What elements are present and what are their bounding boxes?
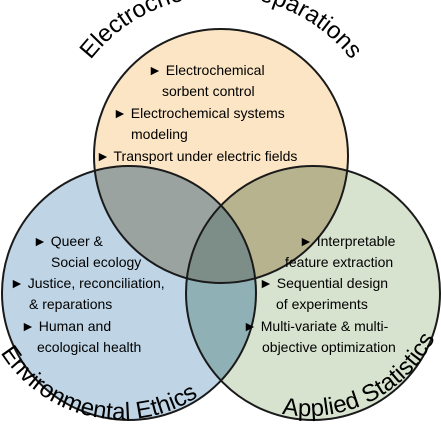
separations-circle-outline: [93, 28, 349, 284]
ethics-item-2-line-1: ► Justice, reconciliation,: [10, 275, 165, 291]
separations-item-2-line-2: modeling: [131, 126, 188, 142]
statistics-item-2-line-1: ► Sequential design: [259, 275, 388, 291]
ethics-circle-outline: [1, 165, 257, 421]
separations-item-1-line-2: sorbent control: [162, 83, 255, 99]
statistics-item-2-line-2: of experiments: [276, 296, 368, 312]
statistics-item-3-line-2: objective optimization: [262, 339, 396, 355]
separations-item-3: ► Transport under electric fields: [96, 148, 297, 164]
statistics-circle-outline: [185, 165, 441, 421]
statistics-item-1-line-1: ► Interpretable: [299, 233, 396, 249]
separations-item-1-line-1: ► Electrochemical: [148, 62, 265, 78]
overlap-separations-statistics: [186, 166, 348, 283]
separations-item-2-line-1: ► Electrochemical systems: [113, 105, 285, 121]
statistics-item-1-line-2: feature extraction: [285, 254, 393, 270]
ethics-item-3-line-1: ► Human and: [21, 318, 111, 334]
ethics-item-2-line-2: & reparations: [29, 296, 112, 312]
ethics-item-1-line-1: ► Queer &: [33, 233, 104, 249]
statistics-item-3-line-1: ► Multi-variate & multi-: [243, 318, 389, 334]
ethics-item-1-line-2: Social ecology: [51, 254, 141, 270]
overlap-separations-ethics: [94, 166, 256, 283]
ethics-item-3-line-2: ecological health: [37, 339, 141, 355]
